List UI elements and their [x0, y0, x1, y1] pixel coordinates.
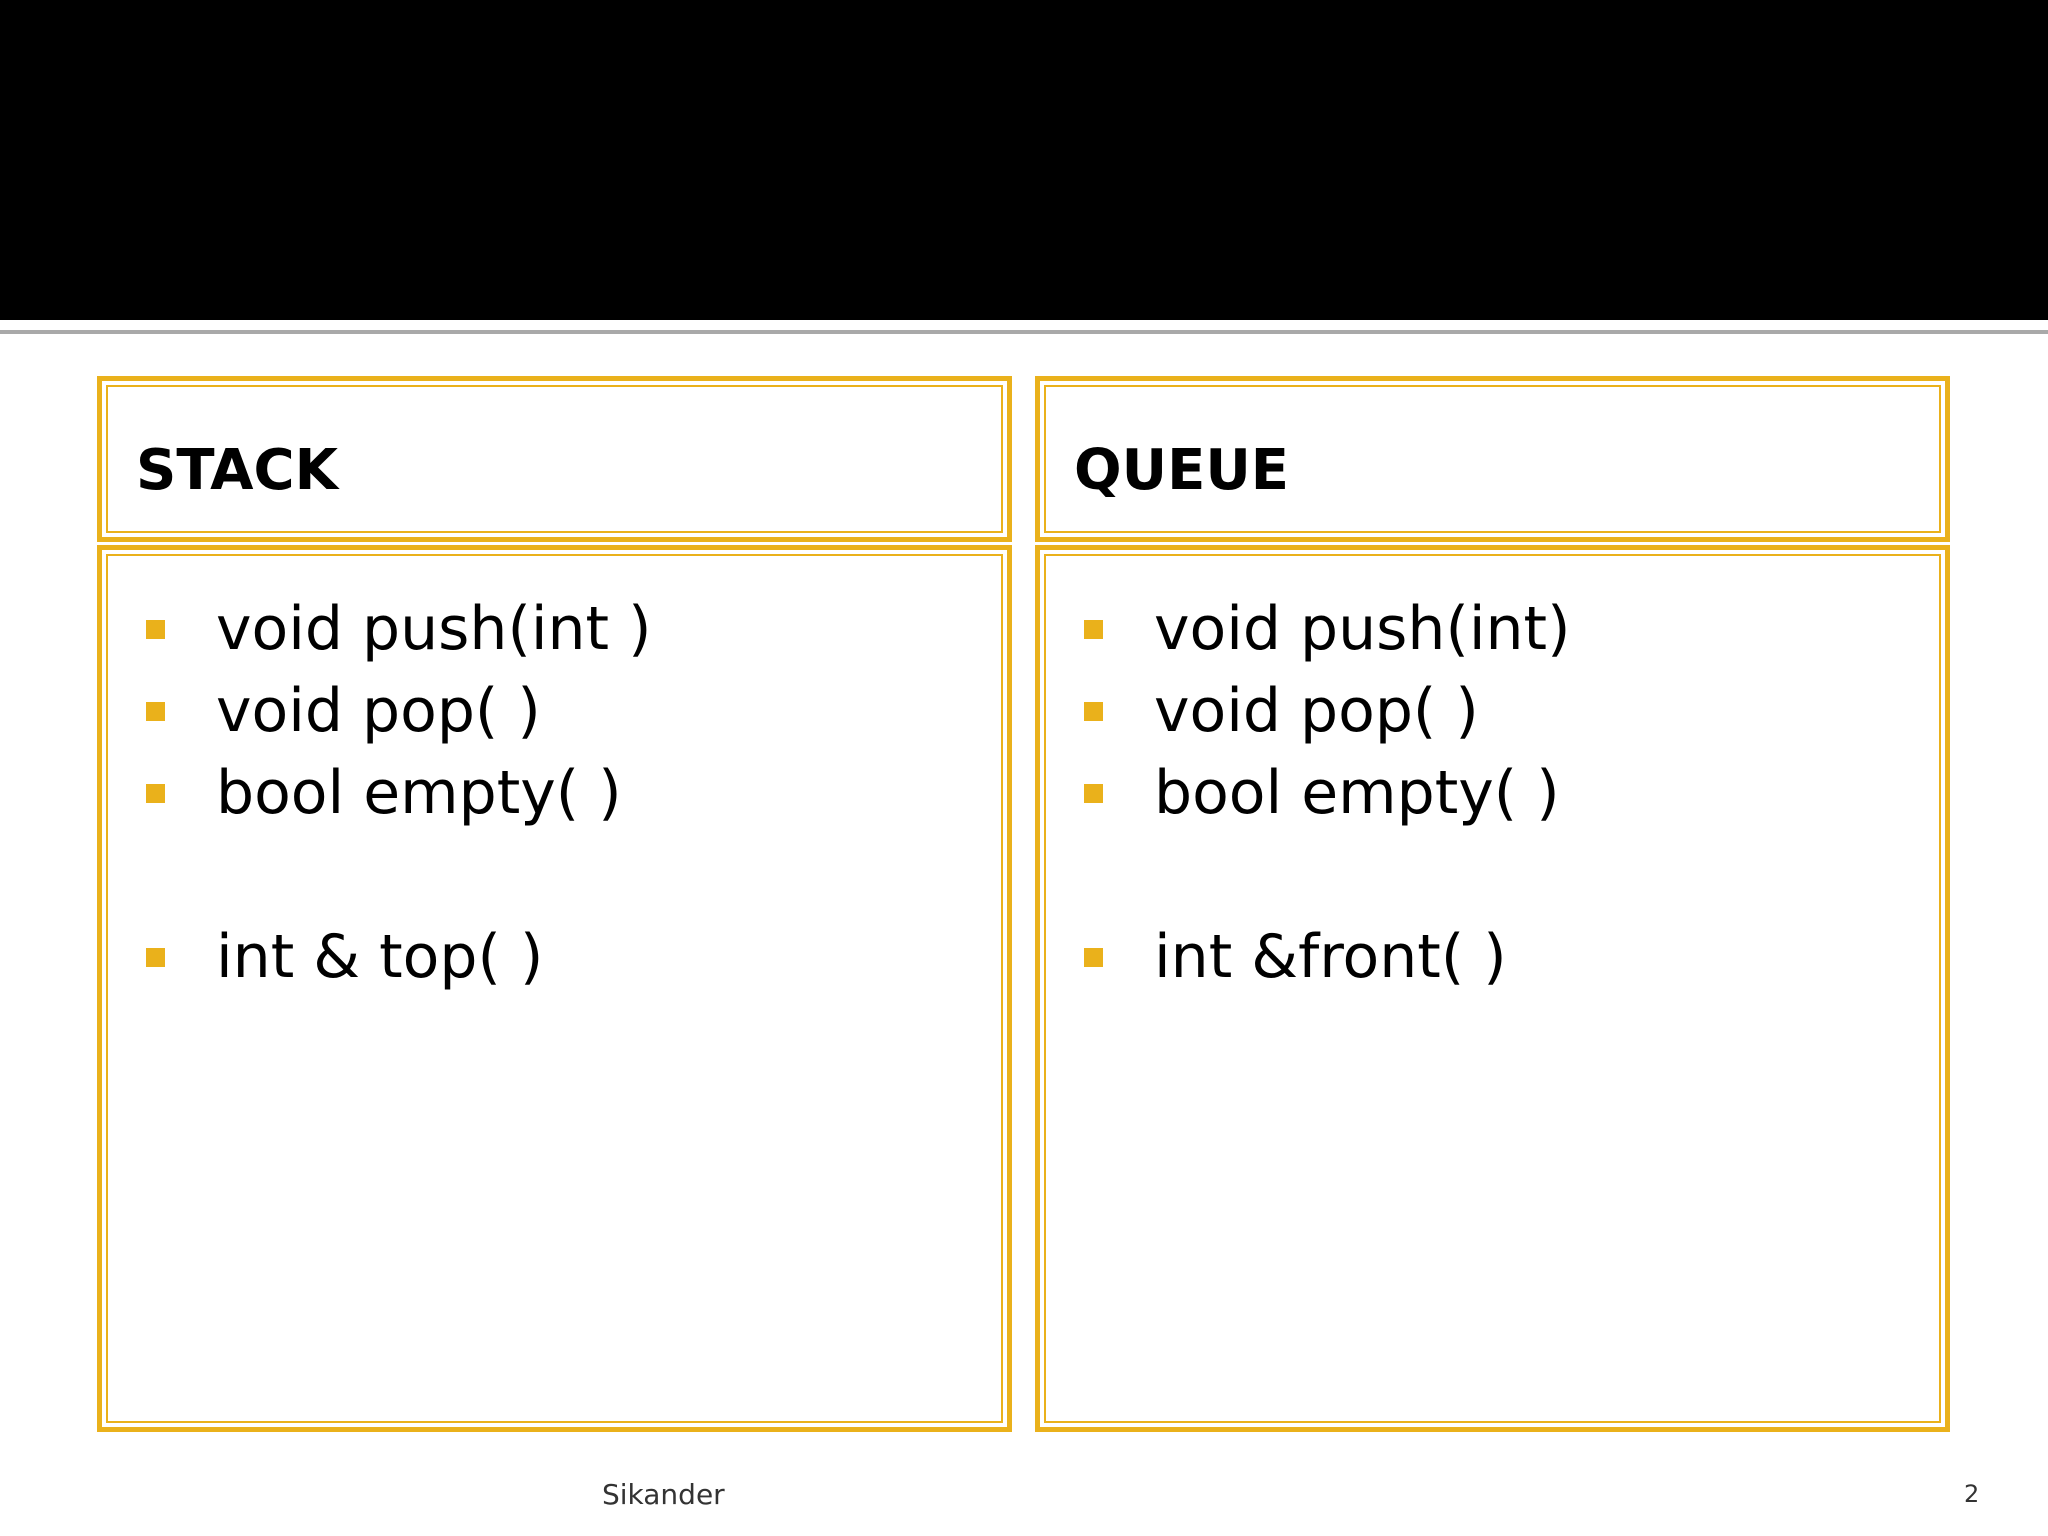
- title-band: [0, 0, 2048, 320]
- footer-author: Sikander: [602, 1478, 725, 1511]
- stack-header-cell: STACK: [97, 376, 1012, 542]
- stack-method-top: int & top( ): [216, 922, 544, 992]
- stack-heading: STACK: [136, 438, 339, 503]
- page-number: 2: [1964, 1480, 1980, 1508]
- square-bullet-icon: [1084, 620, 1103, 639]
- stack-method-empty: bool empty( ): [216, 758, 622, 828]
- queue-header-cell: QUEUE: [1035, 376, 1950, 542]
- queue-heading: QUEUE: [1074, 438, 1290, 503]
- square-bullet-icon: [1084, 702, 1103, 721]
- square-bullet-icon: [146, 948, 165, 967]
- queue-method-push: void push(int): [1154, 594, 1571, 664]
- stack-method-push: void push(int ): [216, 594, 652, 664]
- square-bullet-icon: [146, 702, 165, 721]
- square-bullet-icon: [1084, 784, 1103, 803]
- square-bullet-icon: [1084, 948, 1103, 967]
- stack-content-cell: void push(int ) void pop( ) bool empty( …: [97, 545, 1012, 1432]
- queue-method-front: int &front( ): [1154, 922, 1507, 992]
- queue-method-pop: void pop( ): [1154, 676, 1479, 746]
- square-bullet-icon: [146, 620, 165, 639]
- stack-method-pop: void pop( ): [216, 676, 541, 746]
- square-bullet-icon: [146, 784, 165, 803]
- queue-method-empty: bool empty( ): [1154, 758, 1560, 828]
- queue-content-cell: void push(int) void pop( ) bool empty( )…: [1035, 545, 1950, 1432]
- title-divider: [0, 330, 2048, 334]
